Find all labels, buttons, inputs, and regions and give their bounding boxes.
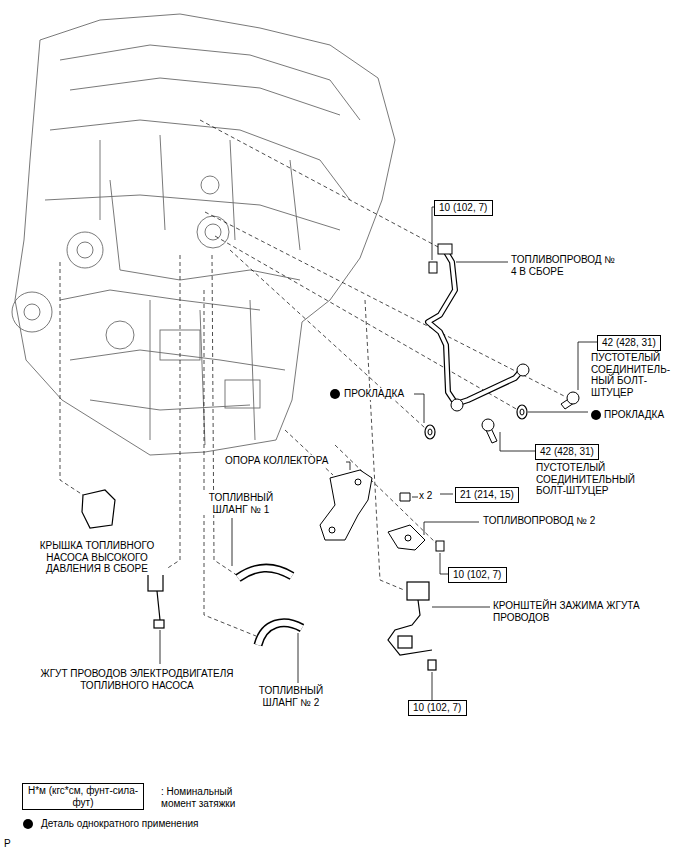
part-name: ТОПЛИВОПРОВОД № 4 В СБОРЕ xyxy=(510,254,624,277)
engine-detail xyxy=(225,380,260,408)
box-text: 10 (102, 7) xyxy=(453,569,502,581)
harness-clamp-bracket xyxy=(388,582,436,670)
pulley xyxy=(24,304,40,320)
torque-box: 42 (428, 31) xyxy=(535,444,599,460)
legend-note: : Номинальный момент затяжки xyxy=(160,786,262,809)
box-text: 10 (102, 7) xyxy=(439,202,488,214)
gasket xyxy=(428,429,432,435)
box-text: Н*м (кгс*см, фунт-сила-фут) xyxy=(27,785,139,808)
part-name: ПРОКЛАДКА xyxy=(343,388,405,400)
part-name: ТОПЛИВНЫЙ ШЛАНГ № 2 xyxy=(250,685,332,708)
part-name: ЖГУТ ПРОВОДОВ ЭЛЕКТРОДВИГАТЕЛЯ ТОПЛИВНОГ… xyxy=(38,668,236,691)
box-text: 21 (214, 15) xyxy=(460,489,514,501)
fuel-hose xyxy=(238,568,302,645)
single-use-dot xyxy=(591,410,601,420)
pump-harness xyxy=(148,573,164,628)
quantity-note: x 2 xyxy=(418,490,433,502)
torque-box: 10 (102, 7) xyxy=(448,567,507,583)
part-name: ПУСТОТЕЛЫЙ СОЕДИНИТЕЛЬНЫЙ БОЛТ-ШТУЦЕР xyxy=(535,462,649,497)
port xyxy=(197,216,229,248)
box-text: 42 (428, 31) xyxy=(602,337,656,349)
box-text: 10 (102, 7) xyxy=(413,702,462,714)
engine-detail xyxy=(45,45,360,250)
torque-box: 10 (102, 7) xyxy=(434,200,493,216)
part-name: КРОНШТЕЙН ЗАЖИМА ЖГУТА ПРОВОДОВ xyxy=(492,600,644,623)
fuel-pipe-2 xyxy=(388,525,444,551)
figure-code: P xyxy=(3,838,12,850)
leader-lines xyxy=(160,207,597,700)
box-text: 42 (428, 31) xyxy=(540,446,594,458)
gasket xyxy=(520,409,524,415)
port xyxy=(201,176,219,194)
engine-outline xyxy=(15,14,395,455)
legend-dot xyxy=(23,819,33,829)
part-name: ПУСТОТЕЛЫЙ СОЕДИНИТЕЛЬ- НЫЙ БОЛТ- ШТУЦЕР xyxy=(590,352,686,398)
torque-box: 42 (428, 31) xyxy=(597,335,661,351)
union-bolt xyxy=(482,392,579,443)
pulley xyxy=(67,232,103,268)
single-use-dot xyxy=(330,389,340,399)
legend-text: Деталь однократного применения xyxy=(40,818,199,830)
legend-unit-box: Н*м (кгс*см, фунт-сила-фут) xyxy=(22,783,144,810)
part-name: ТОПЛИВОПРОВОД № 2 xyxy=(482,515,596,527)
part-name: ОПОРА КОЛЛЕКТОРА xyxy=(224,455,329,467)
gasket xyxy=(425,425,435,439)
torque-box: 21 (214, 15) xyxy=(455,487,519,503)
port xyxy=(205,224,221,240)
torque-box: 10 (102, 7) xyxy=(408,700,467,716)
pulley xyxy=(106,321,134,349)
pulley xyxy=(77,242,93,258)
pulley xyxy=(12,292,52,332)
engine-drawing xyxy=(12,14,395,455)
gasket xyxy=(517,405,527,419)
part-name: КРЫШКА ТОПЛИВНОГО НАСОСА ВЫСОКОГО ДАВЛЕН… xyxy=(28,540,166,575)
part-name: ТОПЛИВНЫЙ ШЛАНГ № 1 xyxy=(200,492,282,515)
pump-cover xyxy=(82,490,115,528)
part-name: ПРОКЛАДКА xyxy=(603,409,665,421)
